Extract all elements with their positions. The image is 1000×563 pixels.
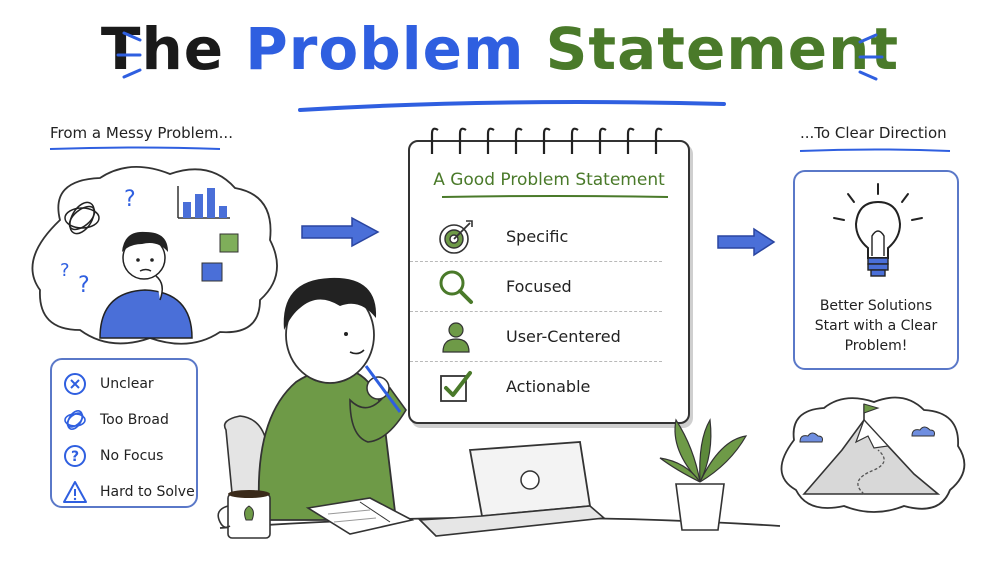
issue-item-unclear: Unclear [62,366,196,402]
criteria-item-focused: Focused [410,262,662,312]
left-caption: From a Messy Problem... [50,124,233,142]
small-cloud-icon [799,432,823,443]
warning-icon [63,481,87,503]
title-word-statement: Statement [545,15,900,83]
magnifier-icon [439,270,473,304]
criteria-list: Specific Focused User-Centered Actionabl… [410,212,662,411]
issue-label: No Focus [100,448,164,464]
criteria-item-user-centered: User-Centered [410,312,662,362]
notebook-heading: A Good Problem Statement [433,170,665,190]
question-mark-icon: ? [60,260,70,281]
left-caption-underline [49,146,221,150]
issue-label: Unclear [100,376,154,392]
message-line: Better Solutions [819,298,933,314]
mountain-icon [802,418,941,495]
arrow-right-icon [301,216,380,248]
issue-label: Hard to Solve [100,484,195,500]
person-hair [283,277,377,330]
criteria-label: Specific [506,227,569,246]
question-circle-icon: ? [64,445,86,467]
issues-list: Unclear Too Broad ? No Focus Hard to Sol… [50,358,198,508]
person-at-desk-illustration [217,277,781,539]
x-circle-icon [64,373,86,395]
target-icon [439,219,473,254]
mountain-goal-cloud [780,396,966,513]
small-cloud-icon [911,426,935,437]
sticky-note-icon [201,262,223,282]
title-decoration [116,31,884,112]
criteria-label: Focused [506,277,572,296]
tangle-icon [64,201,100,235]
tangle-icon [64,410,86,430]
message-line: Problem! [844,338,908,354]
title-word-problem: Problem [245,15,525,83]
issue-item-no-focus: ? No Focus [62,438,196,474]
right-caption: ...To Clear Direction [800,124,947,142]
lightbulb-icon [833,183,923,277]
criteria-label: Actionable [506,377,591,396]
problem-statement-notebook: A Good Problem Statement Specific Focuse… [408,140,690,424]
criteria-label: User-Centered [506,327,621,346]
notebook-spiral-rings [430,127,663,154]
arrow-right-icon [717,227,776,257]
question-mark-icon: ? [78,273,90,298]
clear-direction-message: Better Solutions Start with a Clear Prob… [795,296,957,356]
svg-text:?: ? [71,449,79,465]
sticky-note-icon [219,233,239,253]
user-icon [442,321,470,353]
checkbox-icon [440,370,472,402]
plant-icon [659,418,748,531]
issue-label: Too Broad [100,412,169,428]
criteria-item-specific: Specific [410,212,662,262]
title-underline [298,100,726,112]
clear-direction-card: Better Solutions Start with a Clear Prob… [793,170,959,370]
issue-item-too-broad: Too Broad [62,402,196,438]
right-sparkle-icon [858,33,884,81]
messy-thought-cloud: ? ? ? [31,165,278,345]
left-sparkle-icon [116,31,142,79]
notebook-heading-underline [441,195,669,198]
message-line: Start with a Clear [814,318,938,334]
flag-icon [863,403,880,414]
title-word-the: The [100,15,225,83]
issue-item-hard-to-solve: Hard to Solve [62,474,196,510]
laptop-icon [418,441,606,537]
page-title: The Problem Statement [0,14,1000,84]
bar-chart-doodle-icon [177,186,230,219]
criteria-item-actionable: Actionable [410,362,662,411]
question-mark-icon: ? [124,187,136,212]
confused-person-icon [99,231,193,339]
mug-icon [217,490,271,539]
open-notebook-icon [305,497,415,535]
right-caption-underline [799,148,951,152]
